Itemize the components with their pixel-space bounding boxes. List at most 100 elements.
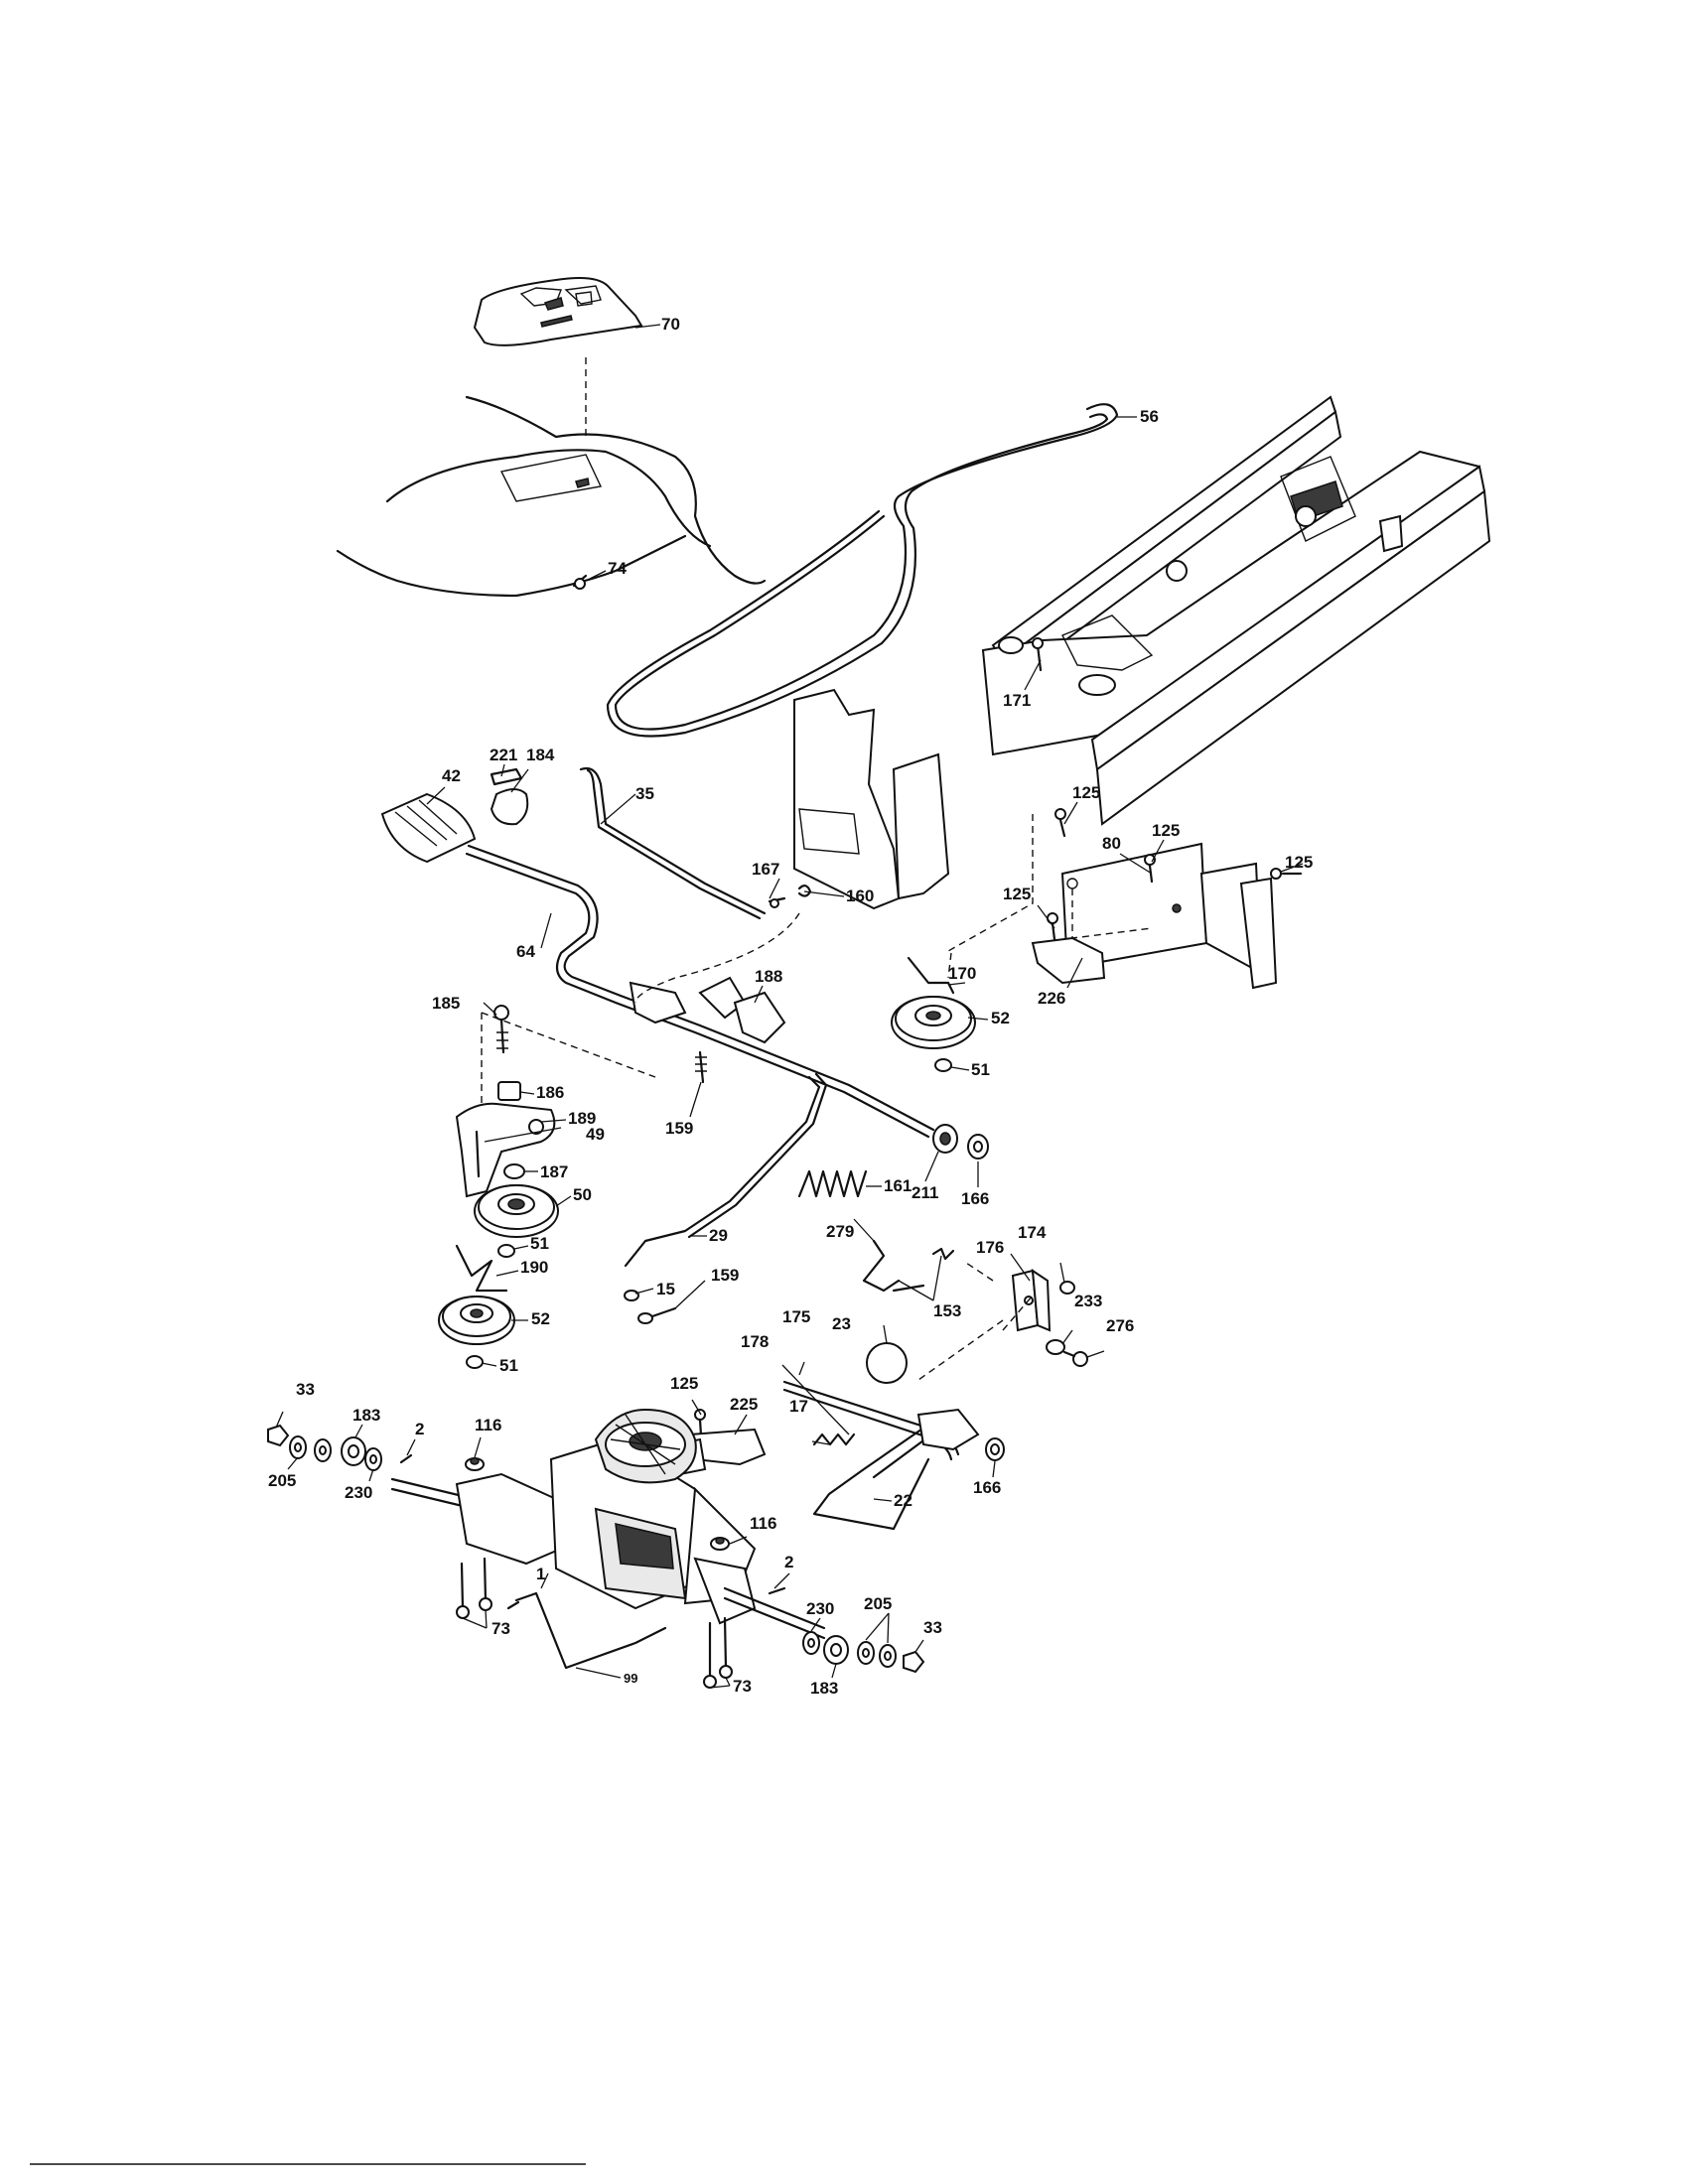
- washer-205b: [857, 1641, 875, 1665]
- callout-183a: 183: [352, 1406, 381, 1425]
- callout-56: 56: [1140, 407, 1159, 426]
- shift-plate-70: [473, 277, 643, 346]
- bolt-171: [1032, 637, 1044, 672]
- callout-188: 188: [755, 967, 783, 986]
- callout-116b: 116: [750, 1514, 777, 1533]
- pulley-50: [474, 1184, 559, 1238]
- nut-51c: [466, 1355, 484, 1369]
- callout-230b: 230: [806, 1599, 835, 1618]
- callout-51a: 51: [971, 1060, 990, 1079]
- callout-205b: 205: [864, 1594, 893, 1613]
- leader-dash-185: [481, 1012, 656, 1137]
- callout-80: 80: [1102, 834, 1121, 853]
- grip-42: [380, 792, 477, 864]
- drive-belt-56: [606, 403, 1119, 738]
- transaxle-1: [390, 1408, 826, 1640]
- bushing-211: [932, 1124, 958, 1154]
- washer-230b: [802, 1631, 820, 1655]
- callout-22: 22: [894, 1491, 912, 1510]
- bolt-125a: [1054, 808, 1066, 838]
- callout-50: 50: [573, 1185, 592, 1204]
- callout-175: 175: [782, 1307, 811, 1326]
- breather-116a: [465, 1457, 485, 1471]
- callout-51c: 51: [499, 1356, 518, 1375]
- callout-211: 211: [912, 1183, 939, 1202]
- spring-153: [931, 1247, 955, 1261]
- callout-185: 185: [432, 994, 461, 1013]
- spring-161: [797, 1169, 868, 1198]
- callout-1: 1: [536, 1565, 546, 1583]
- leader-dash-176: [917, 1260, 1034, 1381]
- callout-17: 17: [789, 1397, 808, 1416]
- bolt-125c: [1270, 868, 1303, 880]
- washer-205b2: [879, 1644, 897, 1668]
- callout-205a: 205: [268, 1471, 297, 1490]
- nut-33b: [903, 1650, 925, 1674]
- callout-159a: 159: [665, 1119, 694, 1138]
- bolt-276: [1062, 1350, 1088, 1367]
- leader-lines: [275, 324, 1304, 1689]
- callout-2b: 2: [784, 1553, 794, 1571]
- callout-52b: 52: [531, 1309, 550, 1328]
- callout-99: 99: [624, 1671, 638, 1686]
- rod-99: [506, 1591, 667, 1670]
- callout-64: 64: [516, 942, 535, 961]
- fender-body: [336, 395, 767, 598]
- key-2b: [768, 1586, 786, 1595]
- washer-166b: [985, 1437, 1005, 1461]
- callout-125a: 125: [1072, 783, 1101, 802]
- callout-187: 187: [540, 1162, 569, 1181]
- callout-186: 186: [536, 1083, 565, 1102]
- spring-190: [455, 1244, 508, 1293]
- callout-70: 70: [661, 315, 680, 334]
- callout-190: 190: [520, 1258, 549, 1277]
- callout-159b: 159: [711, 1266, 740, 1285]
- callout-276: 276: [1106, 1316, 1135, 1335]
- clip-221: [490, 767, 523, 786]
- callout-52a: 52: [991, 1009, 1010, 1027]
- knob-184: [490, 788, 529, 826]
- callout-226: 226: [1038, 989, 1066, 1008]
- callout-35: 35: [635, 784, 654, 803]
- callout-116a: 116: [475, 1416, 502, 1434]
- callout-153: 153: [933, 1301, 962, 1320]
- callout-170: 170: [948, 964, 977, 983]
- pin-15: [624, 1290, 639, 1301]
- callout-51b: 51: [530, 1234, 549, 1253]
- callout-33a: 33: [296, 1380, 315, 1399]
- callout-178: 178: [741, 1332, 770, 1351]
- bracket-80: [1060, 842, 1278, 990]
- nut-51a: [934, 1058, 952, 1072]
- link-279: [862, 1239, 925, 1293]
- bolt-159a: [695, 1050, 707, 1084]
- callout-125c: 125: [1285, 853, 1314, 872]
- spring-167-160: [768, 885, 812, 908]
- callout-42: 42: [442, 766, 461, 785]
- callout-171: 171: [1003, 691, 1032, 710]
- bracket-226: [1031, 936, 1106, 985]
- bracket-176: [1011, 1269, 1052, 1332]
- bushing-183a: [341, 1436, 366, 1466]
- callout-230a: 230: [345, 1483, 373, 1502]
- washer-233: [1046, 1339, 1065, 1355]
- bushing-183b: [823, 1635, 849, 1665]
- callout-49: 49: [586, 1125, 605, 1144]
- spacer-186: [497, 1081, 521, 1101]
- rod-29: [624, 1072, 828, 1268]
- callout-189: 189: [568, 1109, 597, 1128]
- callout-184: 184: [526, 746, 555, 764]
- callout-15: 15: [656, 1280, 675, 1298]
- washer-230a: [364, 1447, 382, 1471]
- arm-22: [812, 1408, 980, 1531]
- screw-74: [572, 574, 588, 590]
- ball-23: [866, 1342, 908, 1384]
- leader-dash-167: [634, 912, 800, 1004]
- callout-166a: 166: [961, 1189, 990, 1208]
- callout-74: 74: [608, 559, 627, 578]
- callout-160: 160: [846, 887, 875, 905]
- spring-17: [812, 1433, 856, 1446]
- nut-33a: [267, 1424, 290, 1447]
- key-2a: [399, 1453, 413, 1464]
- callout-23: 23: [832, 1314, 851, 1333]
